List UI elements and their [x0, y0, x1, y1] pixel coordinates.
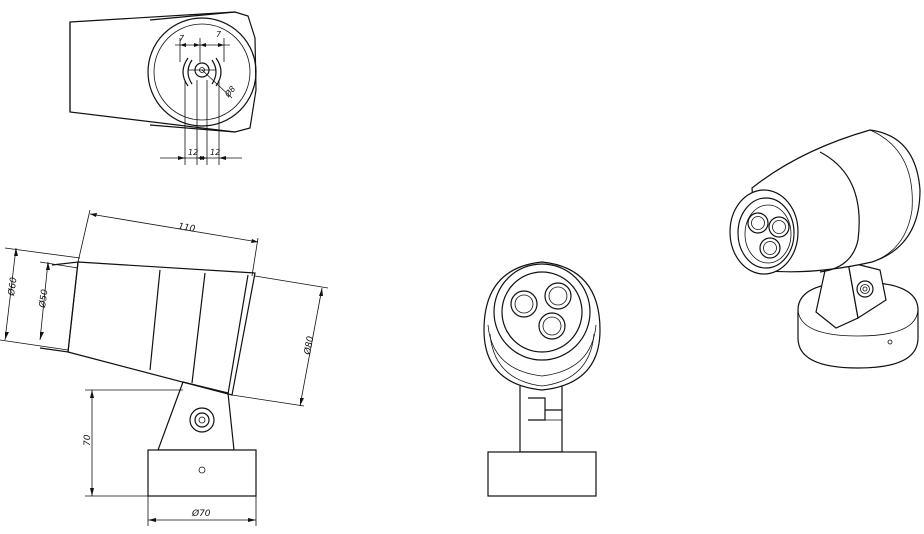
dim-diameter-60: Ø60	[6, 276, 20, 297]
dim-length: 110	[177, 222, 196, 235]
dim-bottom-left: 12	[188, 148, 198, 157]
top-view	[69, 11, 257, 165]
dim-top-left-gap: 7	[179, 34, 185, 43]
dim-diameter-50: Ø50	[37, 288, 51, 309]
side-view	[0, 209, 329, 526]
dim-height: 70	[83, 434, 93, 446]
dim-top-right-gap: 7	[216, 30, 222, 39]
dim-base-diameter: Ø70	[191, 508, 211, 519]
isometric-view	[729, 129, 921, 369]
dim-bottom-right: 12	[210, 148, 220, 157]
dim-top-diameter: Ø8	[222, 84, 238, 100]
dim-diameter-80: Ø80	[302, 335, 316, 356]
front-view	[483, 261, 601, 497]
